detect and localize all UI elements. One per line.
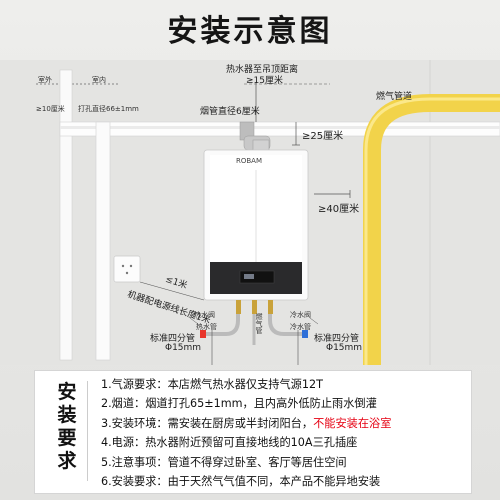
brand-logo: ROBAM bbox=[236, 157, 263, 165]
label-outdoor: 室外 bbox=[38, 76, 52, 84]
label-indoor: 室内 bbox=[92, 76, 106, 84]
gas-pipe bbox=[363, 94, 500, 365]
hot-outlet-fitting bbox=[236, 300, 241, 314]
hot-marker bbox=[200, 330, 206, 338]
side-title-char: 求 bbox=[57, 450, 77, 472]
label-hole-diameter: 打孔直径66±1mm bbox=[78, 105, 139, 113]
requirement-item: 1.气源要求：本店燃气热水器仅支持气源12T bbox=[101, 375, 467, 394]
label-gap-side: ≥40厘米 bbox=[318, 204, 360, 215]
gas-inlet-fitting bbox=[252, 300, 257, 314]
left-wall-pipe bbox=[59, 69, 73, 361]
side-title-char: 装 bbox=[57, 404, 77, 426]
label-cold-pipe: 冷水管 bbox=[290, 323, 311, 331]
label-flue-diameter: 烟管直径6厘米 bbox=[200, 107, 260, 117]
label-std-pipe-left: 标准四分管 bbox=[150, 334, 196, 344]
label-phi-right: Φ15mm bbox=[326, 343, 363, 353]
ceiling-pipe-shade bbox=[60, 126, 500, 129]
label-std-pipe-right: 标准四分管 bbox=[314, 334, 360, 344]
label-cold-valve: 冷水阀 bbox=[290, 311, 311, 319]
page-title: 安装示意图 bbox=[167, 14, 333, 49]
requirement-text: 3.安装环境：需安装在厨房或半封闭阳台， bbox=[101, 416, 314, 430]
label-ceiling-distance: 热水器至吊顶距离 bbox=[226, 65, 299, 75]
cold-water-hose bbox=[268, 314, 303, 336]
requirement-text: 4.电源：热水器附近预留可直接地线的10A三孔插座 bbox=[101, 436, 358, 450]
side-title-char: 安 bbox=[57, 381, 77, 403]
install-diagram bbox=[36, 60, 500, 365]
label-hot-valve: 热水阀 bbox=[194, 311, 215, 319]
label-ceiling-value: ≥15厘米 bbox=[246, 76, 283, 86]
cold-inlet-fitting bbox=[268, 300, 273, 314]
label-wall-gap: ≥10厘米 bbox=[36, 105, 65, 113]
socket-hole-1 bbox=[121, 264, 125, 268]
socket-hole-2 bbox=[129, 264, 133, 268]
requirement-text: 5.注意事项：管道不得穿过卧室、客厅等居住空间 bbox=[101, 455, 347, 469]
cord-dim-line bbox=[139, 281, 205, 301]
requirement-warning: 不能安装在浴室 bbox=[313, 416, 392, 430]
requirement-item: 3.安装环境：需安装在厨房或半封闭阳台，不能安装在浴室 bbox=[101, 414, 467, 433]
requirement-item: 6.安装要求：由于天然气气值不同，本产品不能异地安装 bbox=[101, 472, 467, 491]
label-gas-pipe: 燃气管道 bbox=[376, 92, 413, 102]
requirements-side-title: 安 装 要 求 bbox=[47, 381, 88, 481]
requirement-text: 2.烟道：烟道打孔65±1mm，且内高外低防止雨水倒灌 bbox=[101, 397, 377, 411]
requirement-item: 4.电源：热水器附近预留可直接地线的10A三孔插座 bbox=[101, 433, 467, 452]
install-requirements-panel: 安 装 要 求 1.气源要求：本店燃气热水器仅支持气源12T 2.烟道：烟道打孔… bbox=[34, 370, 472, 494]
side-title-char: 要 bbox=[57, 427, 77, 449]
requirements-list: 1.气源要求：本店燃气热水器仅支持气源12T 2.烟道：烟道打孔65±1mm，且… bbox=[101, 375, 467, 491]
requirement-text: 6.安装要求：由于天然气气值不同，本产品不能异地安装 bbox=[101, 475, 381, 489]
cold-marker bbox=[302, 330, 308, 338]
socket-hole-3 bbox=[125, 271, 129, 275]
display-digits bbox=[244, 274, 254, 279]
power-socket bbox=[113, 255, 141, 283]
cold-label-leader bbox=[309, 317, 319, 325]
requirement-item: 5.注意事项：管道不得穿过卧室、客厅等居住空间 bbox=[101, 453, 467, 472]
label-hot-pipe: 热水管 bbox=[196, 323, 217, 331]
label-phi-left: Φ15mm bbox=[165, 343, 202, 353]
requirement-item: 2.烟道：烟道打孔65±1mm，且内高外低防止雨水倒灌 bbox=[101, 394, 467, 413]
label-gap-top: ≥25厘米 bbox=[302, 131, 344, 142]
hot-water-hose bbox=[205, 314, 240, 336]
label-gas-inlet: 燃气管 bbox=[255, 313, 263, 334]
left-down-pipe bbox=[95, 121, 111, 361]
requirement-text: 1.气源要求：本店燃气热水器仅支持气源12T bbox=[101, 378, 323, 391]
hot-label-leader bbox=[189, 317, 199, 325]
gas-pipe-highlight bbox=[364, 97, 500, 365]
